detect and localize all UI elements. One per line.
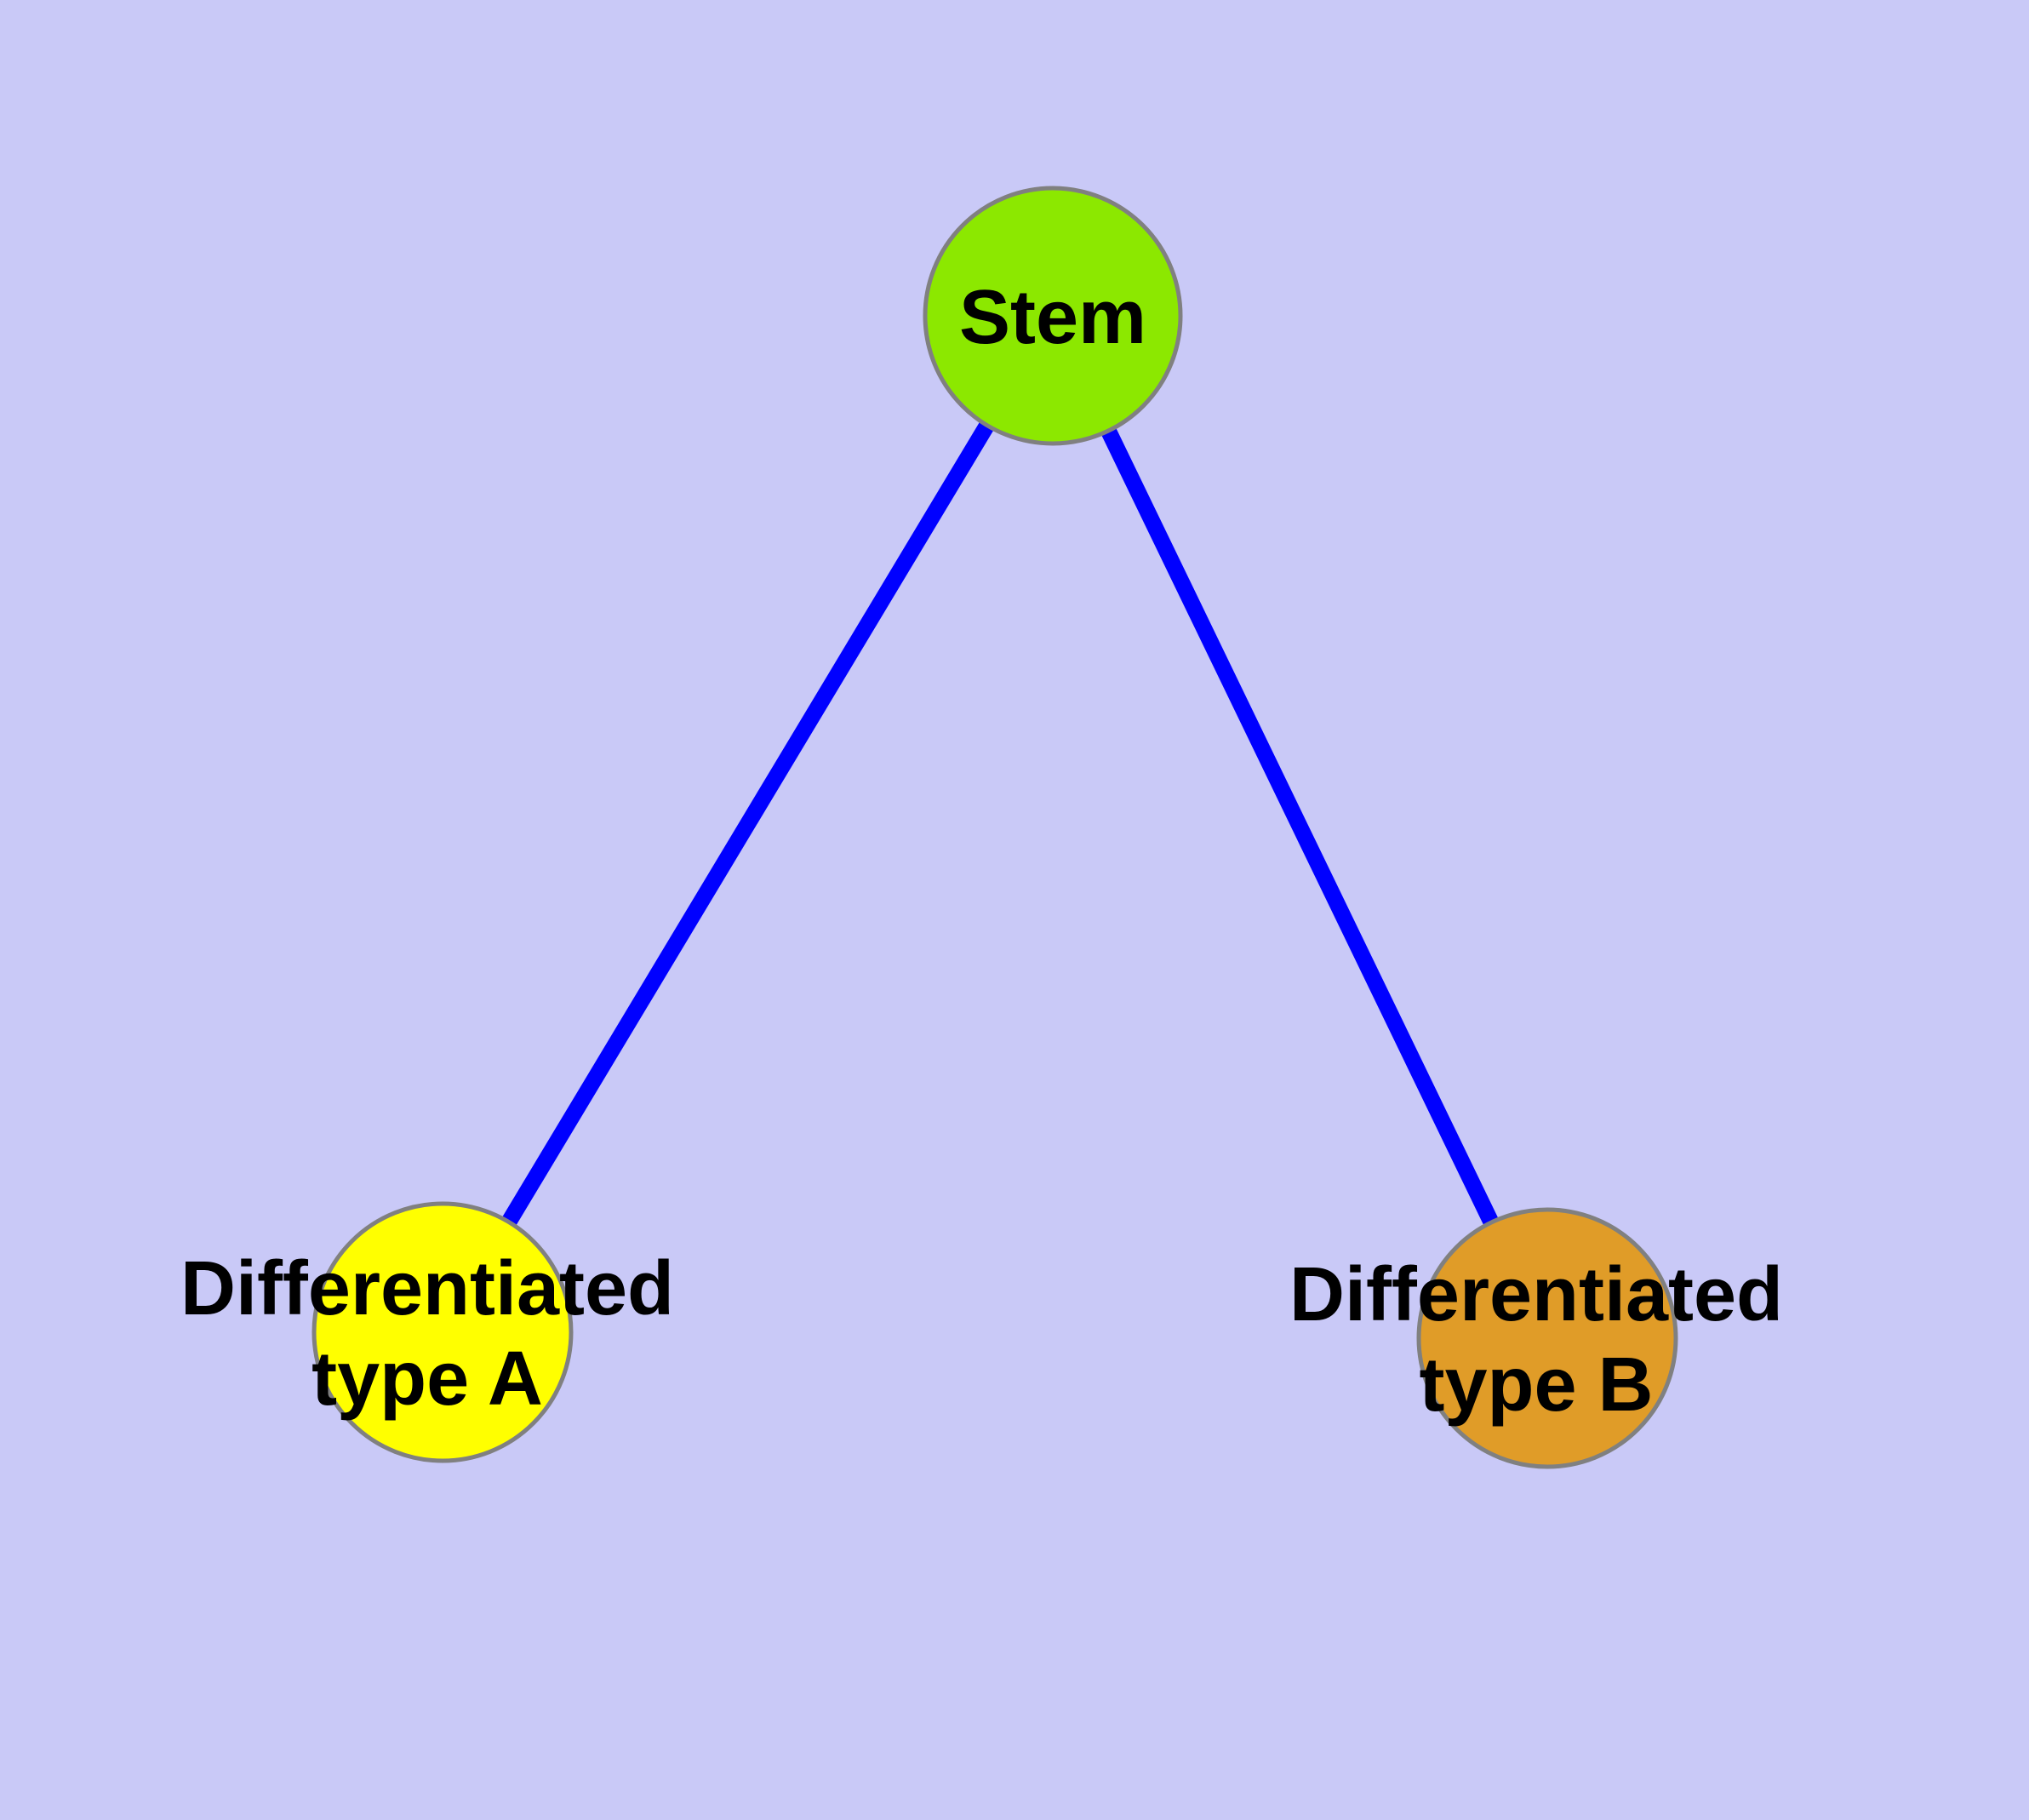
node-stem: Stem [923, 186, 1183, 446]
differentiated-type-b-circle [1416, 1207, 1678, 1469]
edge-layer [435, 312, 1555, 1342]
differentiated-type-a-circle [311, 1201, 574, 1463]
edge-stem-differentiated-type-b [1045, 312, 1555, 1342]
stem-circle [923, 186, 1183, 446]
stem-label: Stem [959, 275, 1146, 360]
edge-stem-differentiated-type-a [435, 312, 1060, 1336]
